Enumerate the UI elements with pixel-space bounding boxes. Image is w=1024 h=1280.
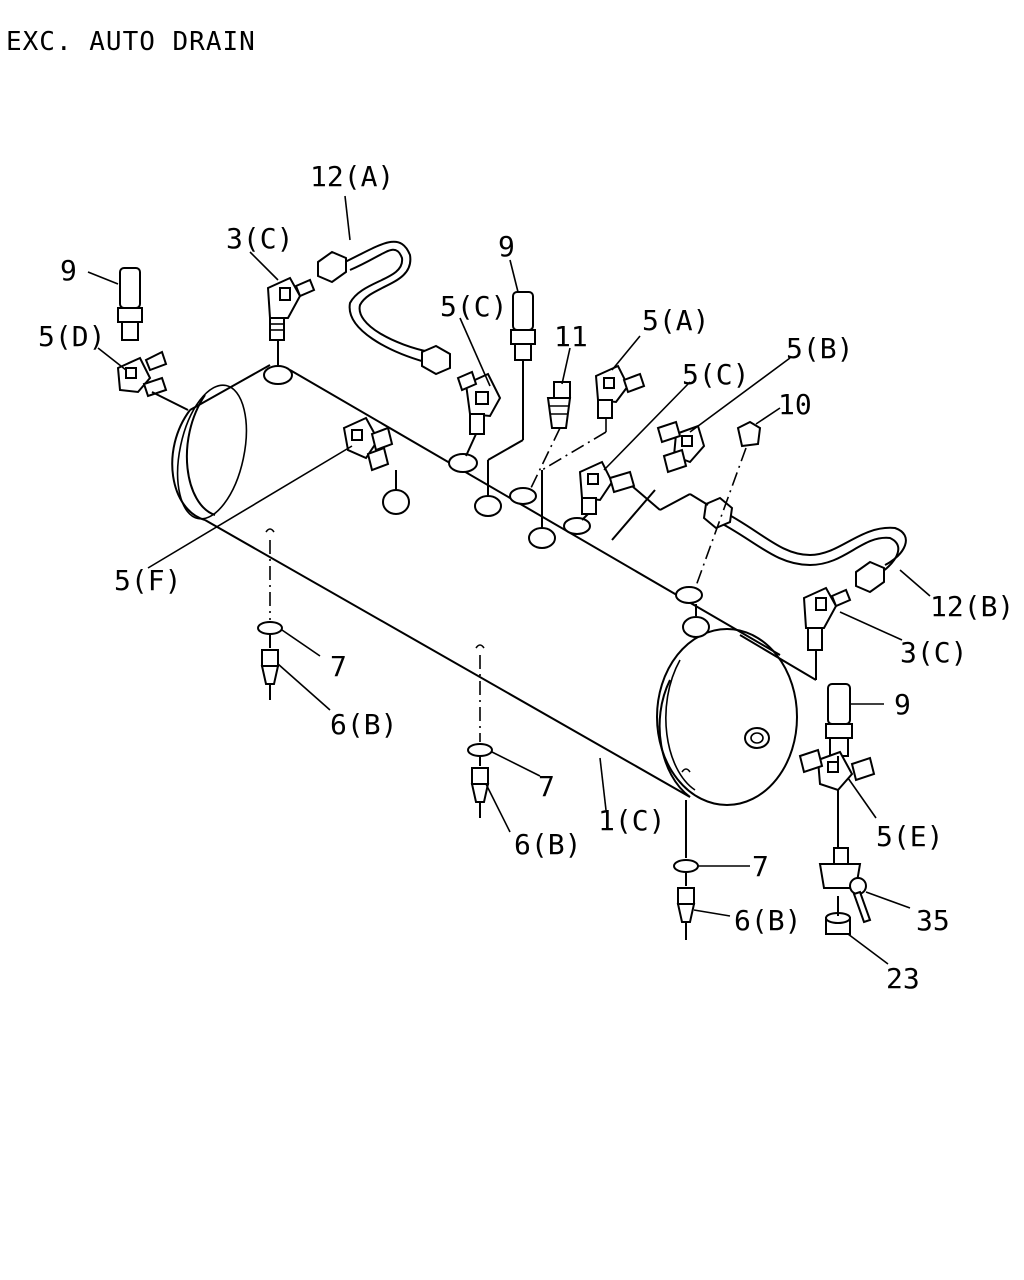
- callout-6b-b: 6(B): [514, 828, 581, 861]
- fitting-5b: [656, 420, 706, 474]
- callout-9-mid: 9: [498, 230, 515, 263]
- callout-7-b: 7: [538, 770, 555, 803]
- valve-11: [546, 381, 572, 429]
- fitting-5f: [342, 416, 394, 472]
- fitting-5d: [116, 350, 168, 398]
- fitting-5c-right: [578, 460, 636, 515]
- sensor-9-mid: [510, 291, 536, 361]
- sensor-9-right: [825, 683, 853, 757]
- assembly-lines: [151, 340, 839, 916]
- callout-7-c: 7: [752, 850, 769, 883]
- callout-23: 23: [886, 962, 920, 995]
- fitting-5a: [594, 364, 646, 419]
- callout-5e: 5(E): [876, 820, 943, 853]
- sensor-9-left: [117, 267, 143, 341]
- callout-1c: 1(C): [598, 804, 665, 837]
- drain-cock-35: [818, 847, 872, 924]
- callout-7-a: 7: [330, 650, 347, 683]
- callout-5d: 5(D): [38, 320, 105, 353]
- drain-b: [467, 743, 493, 818]
- callout-9-right: 9: [894, 688, 911, 721]
- callout-5b: 5(B): [786, 332, 853, 365]
- callout-12b: 12(B): [930, 590, 1014, 623]
- elbow-3c-top: [266, 276, 316, 341]
- drain-c: [673, 859, 699, 940]
- diagram-title: EXC. AUTO DRAIN: [6, 27, 256, 57]
- callout-10: 10: [778, 388, 812, 421]
- callout-5c-right: 5(C): [682, 358, 749, 391]
- pipe-12b: [702, 496, 907, 594]
- elbow-3c-right: [802, 586, 852, 651]
- callout-9-left: 9: [60, 254, 77, 287]
- callout-11: 11: [554, 320, 588, 353]
- leader-lines: [87, 195, 931, 965]
- tank-bosses: [263, 365, 710, 638]
- callout-5a: 5(A): [642, 304, 709, 337]
- callout-labels: 12(A) 3(C) 9 5(D) 9 5(C) 11 5(A) 5(C) 5(…: [38, 160, 1014, 995]
- callout-3c-top: 3(C): [226, 222, 293, 255]
- callout-5c-left: 5(C): [440, 290, 507, 323]
- plug-10: [736, 420, 762, 448]
- callout-12a: 12(A): [310, 160, 394, 193]
- callout-6b-c: 6(B): [734, 904, 801, 937]
- drain-a: [257, 621, 283, 700]
- fitting-5e: [798, 748, 876, 792]
- fitting-5c-left: [456, 370, 502, 435]
- callout-3c-right: 3(C): [900, 636, 967, 669]
- air-tank: [171, 364, 798, 806]
- callout-35: 35: [916, 904, 950, 937]
- callout-6b-a: 6(B): [330, 708, 397, 741]
- callout-5f: 5(F): [114, 564, 181, 597]
- pipe-12a: [317, 240, 451, 376]
- cap-23: [825, 912, 851, 935]
